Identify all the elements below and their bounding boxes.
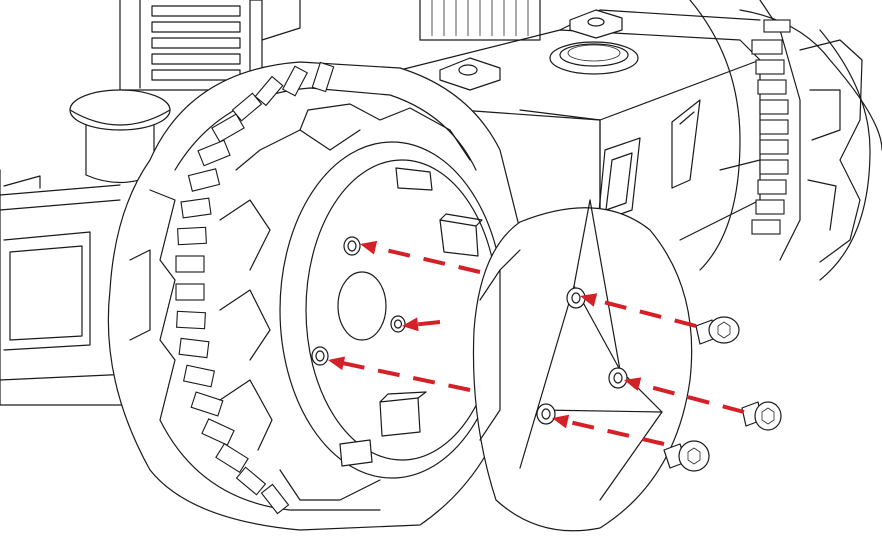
drive-wheel-tread bbox=[175, 61, 335, 515]
hex-screw-3 bbox=[663, 440, 710, 472]
vent-grille-top bbox=[419, 0, 541, 41]
rear-wheel bbox=[689, 0, 882, 281]
hex-screw-1 bbox=[695, 316, 740, 345]
guide-arrow-line bbox=[637, 381, 745, 414]
guide-arrow-line bbox=[593, 297, 697, 328]
body-number-text: 01 bbox=[740, 539, 742, 541]
side-panel-left bbox=[3, 231, 91, 351]
guide-arrow-line bbox=[565, 419, 665, 446]
drive-wheel bbox=[107, 61, 521, 531]
guide-arrow-head-icon bbox=[402, 317, 419, 332]
guide-arrow-head-icon bbox=[580, 293, 598, 307]
hub-screw-holes bbox=[311, 236, 406, 366]
axle-shaft bbox=[337, 271, 387, 341]
power-button bbox=[549, 41, 639, 75]
wheel-hub bbox=[279, 141, 505, 479]
mounting-tab-left bbox=[439, 57, 501, 91]
hub-drive-lugs bbox=[339, 167, 483, 467]
guide-arrow-line bbox=[373, 245, 481, 274]
insertion-guide-arrows bbox=[328, 240, 745, 446]
guide-arrow-head-icon bbox=[552, 414, 570, 429]
rear-wheel-tread bbox=[751, 19, 791, 235]
vent-grille-left bbox=[151, 5, 241, 81]
mounting-tab-right bbox=[569, 9, 623, 39]
guide-arrow-head-icon bbox=[360, 240, 378, 255]
hub-cover-plate bbox=[472, 199, 693, 532]
cover-screw-holes bbox=[536, 287, 628, 425]
body-number-marking: 01 bbox=[597, 99, 742, 541]
emergency-stop-knob bbox=[69, 89, 171, 184]
guide-arrow-head-icon bbox=[624, 377, 642, 391]
guide-arrow-line bbox=[415, 320, 441, 327]
guide-arrow-line bbox=[341, 360, 471, 392]
hex-screw-2 bbox=[741, 401, 782, 431]
guide-arrow-head-icon bbox=[328, 356, 346, 371]
